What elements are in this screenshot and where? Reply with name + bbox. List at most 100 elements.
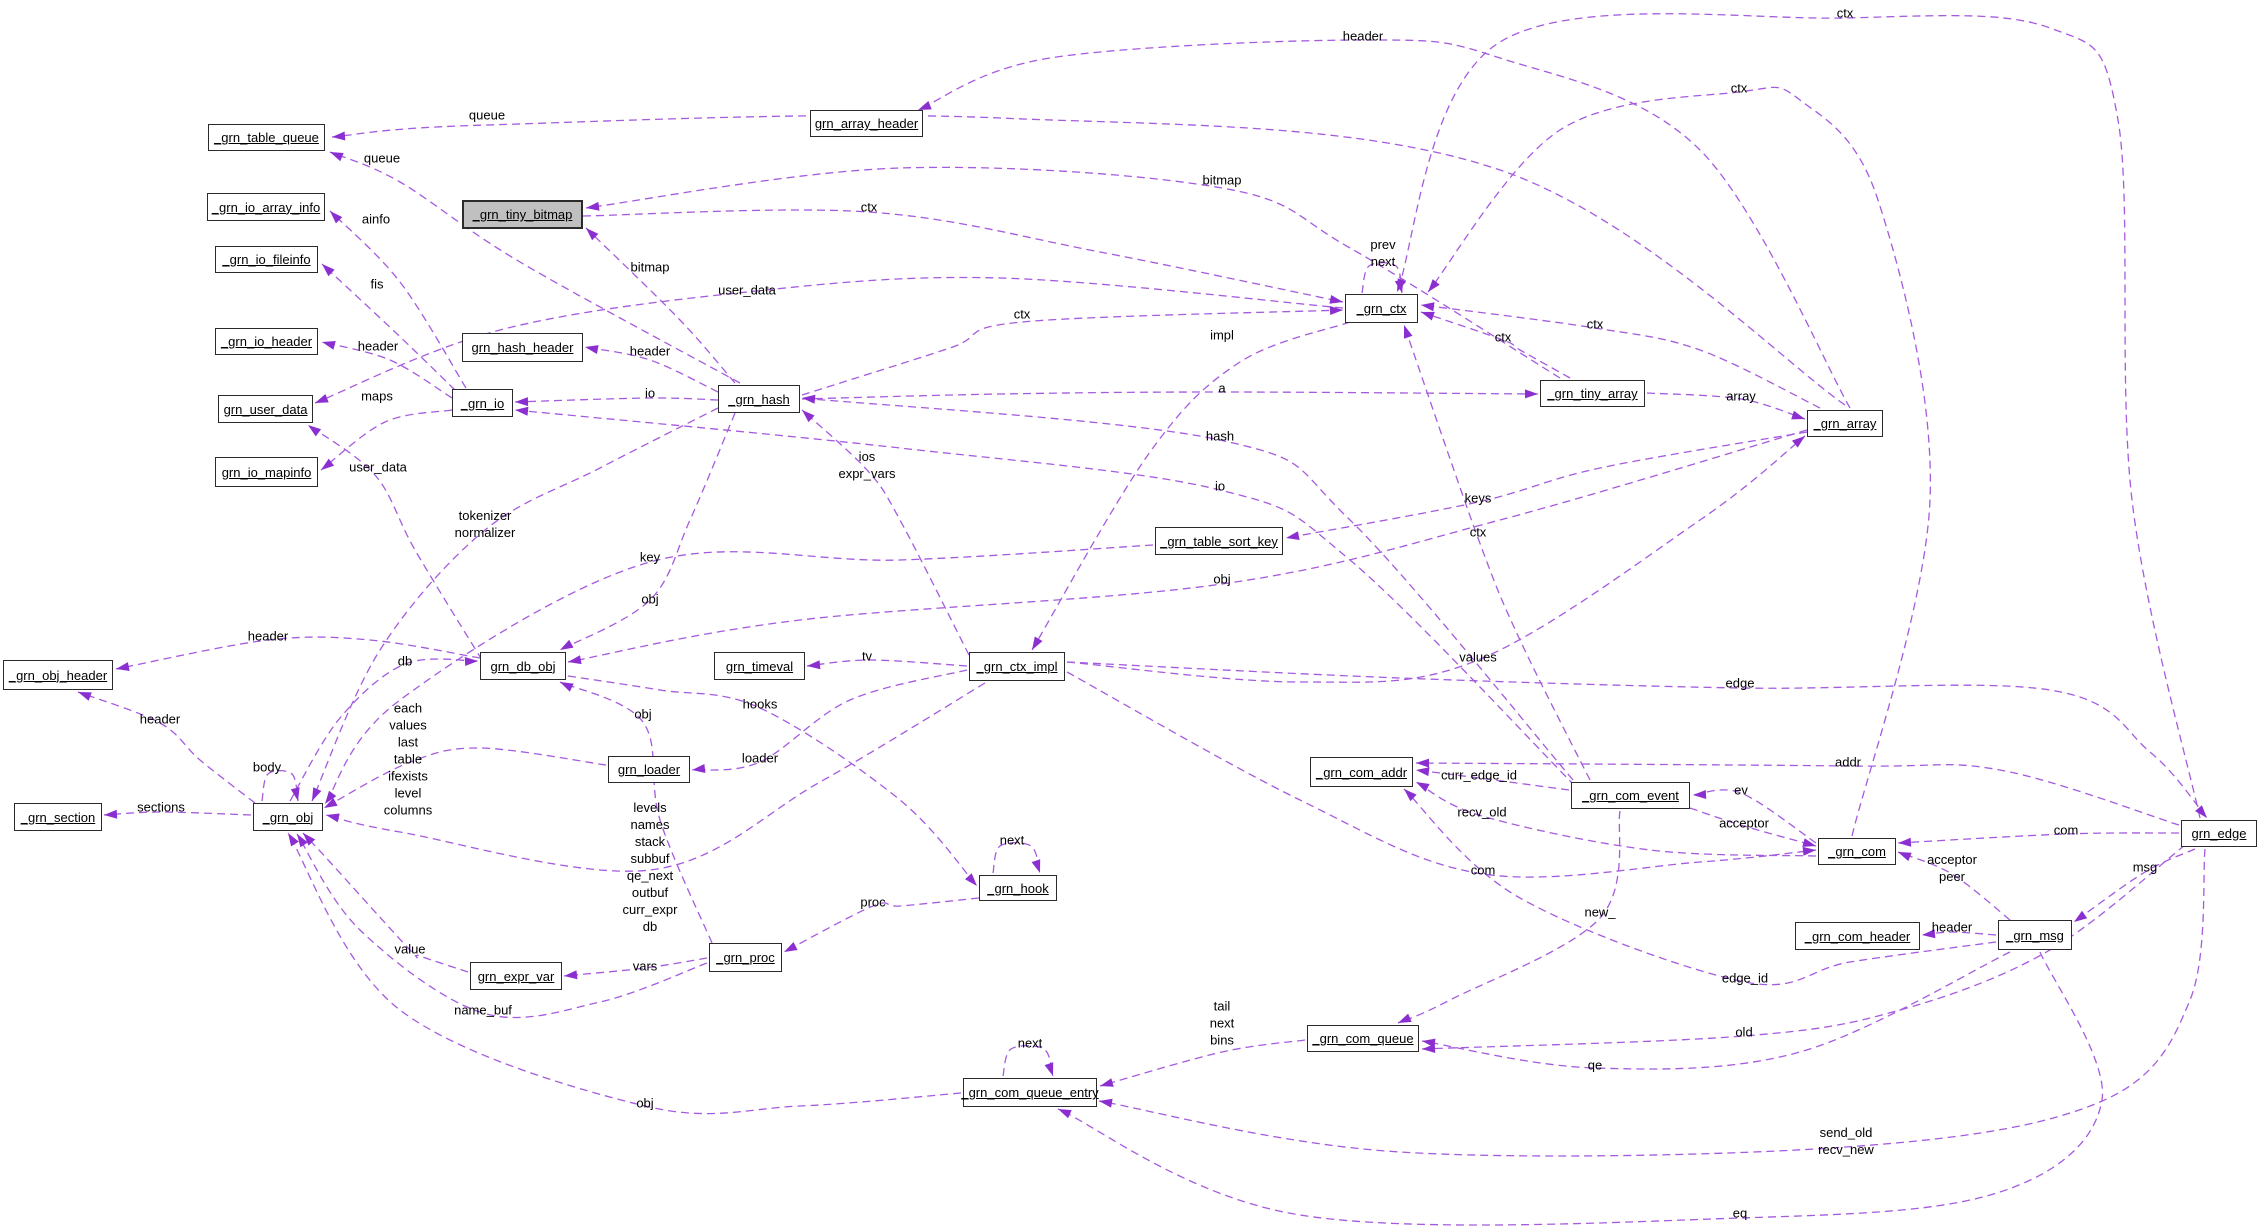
- arrowhead: [1044, 1062, 1054, 1076]
- node-grn_db_obj[interactable]: grn_db_obj: [480, 652, 566, 680]
- node-_grn_com_header[interactable]: _grn_com_header: [1795, 922, 1920, 950]
- edge-ctx: [801, 309, 1344, 396]
- arrowhead: [1792, 436, 1805, 448]
- arrowhead: [1428, 279, 1440, 292]
- node-_grn_table_queue[interactable]: _grn_table_queue: [208, 124, 325, 151]
- arrowhead: [1329, 306, 1343, 315]
- arrowhead: [104, 809, 118, 819]
- arrowhead: [1922, 929, 1936, 939]
- edge-old: [1421, 844, 2186, 1050]
- edge-tail-next-bins: [1099, 1039, 1306, 1087]
- node-grn_expr_var[interactable]: grn_expr_var: [470, 962, 562, 990]
- arrowhead: [1404, 325, 1413, 339]
- arrowhead: [308, 425, 322, 437]
- arrowhead: [303, 833, 316, 846]
- arrowhead: [586, 201, 600, 211]
- node-_grn_table_sort_key[interactable]: _grn_table_sort_key: [1155, 527, 1283, 555]
- node-_grn_obj_header[interactable]: _grn_obj_header: [3, 660, 113, 690]
- node-_grn_obj[interactable]: _grn_obj: [253, 803, 323, 831]
- node-_grn_io[interactable]: _grn_io: [452, 389, 513, 417]
- node-_grn_io_header[interactable]: _grn_io_header: [215, 328, 318, 355]
- edge-recv_old: [1415, 781, 1817, 857]
- node-_grn_section[interactable]: _grn_section: [14, 803, 102, 831]
- node-_grn_com[interactable]: _grn_com: [1818, 838, 1896, 865]
- node-_grn_ctx_impl[interactable]: _grn_ctx_impl: [969, 652, 1065, 681]
- node-_grn_com_event[interactable]: _grn_com_event: [1571, 782, 1690, 809]
- node-_grn_hook[interactable]: _grn_hook: [979, 875, 1057, 901]
- edge-ainfo: [329, 210, 467, 389]
- arrowhead: [1404, 789, 1417, 802]
- edge-io: [514, 397, 719, 403]
- edge-ctx: [1427, 86, 1932, 837]
- edge-tokenizer-normalizer: [311, 407, 719, 802]
- arrowhead: [290, 787, 300, 801]
- arrowhead: [325, 790, 337, 804]
- node-_grn_tiny_array[interactable]: _grn_tiny_array: [1540, 380, 1645, 407]
- edge-obj: [559, 412, 736, 651]
- edge-header: [77, 691, 256, 804]
- arrowhead: [2195, 805, 2207, 818]
- edge-edge_id: [1403, 788, 1997, 986]
- node-_grn_hash[interactable]: _grn_hash: [718, 385, 800, 413]
- arrowhead: [586, 228, 599, 241]
- edge-new_: [1397, 810, 1621, 1024]
- edge-levels-names-stack-subbuf-qe_next-outbuf-curr_expr-db: [325, 682, 986, 872]
- edge-sections: [103, 811, 252, 816]
- node-grn_hash_header[interactable]: grn_hash_header: [462, 333, 583, 362]
- arrowhead: [297, 834, 308, 848]
- edge-bitmap: [585, 227, 736, 384]
- edge-com: [1066, 671, 1817, 878]
- node-_grn_ctx[interactable]: _grn_ctx: [1345, 294, 1418, 323]
- edge-each-values-last-table-ifexists-level-columns: [323, 747, 607, 809]
- node-grn_io_mapinfo[interactable]: grn_io_mapinfo: [215, 457, 318, 487]
- node-_grn_proc[interactable]: _grn_proc: [709, 943, 782, 972]
- node-grn_timeval[interactable]: grn_timeval: [714, 652, 805, 680]
- arrowhead: [1031, 859, 1041, 873]
- arrowhead: [1422, 1044, 1436, 1053]
- node-_grn_msg[interactable]: _grn_msg: [1998, 920, 2072, 950]
- arrowhead: [1058, 1109, 1072, 1119]
- node-grn_edge[interactable]: grn_edge: [2181, 820, 2257, 847]
- node-grn_loader[interactable]: grn_loader: [608, 756, 690, 783]
- arrowhead: [322, 264, 335, 277]
- node-_grn_com_addr[interactable]: _grn_com_addr: [1310, 757, 1413, 787]
- arrowhead: [515, 397, 529, 407]
- edge-queue: [329, 151, 741, 384]
- edge-queue: [331, 114, 1846, 406]
- edge-bitmap: [585, 166, 1561, 379]
- arrowhead: [326, 813, 340, 823]
- node-_grn_io_fileinfo[interactable]: _grn_io_fileinfo: [215, 246, 318, 273]
- edge-fis: [321, 263, 456, 391]
- edge-curr_edge_id: [1415, 769, 1570, 791]
- edge-user_data: [307, 424, 483, 661]
- arrowhead: [321, 458, 335, 470]
- node-grn_user_data[interactable]: grn_user_data: [218, 395, 313, 423]
- arrowhead: [564, 970, 578, 980]
- edge-user_data: [314, 276, 1344, 404]
- node-_grn_com_queue_entry[interactable]: _grn_com_queue_entry: [961, 1078, 1099, 1107]
- arrowhead: [464, 657, 478, 666]
- edge-header: [917, 39, 1851, 409]
- arrowhead: [322, 341, 336, 350]
- edge-next: [1002, 1044, 1054, 1077]
- node-grn_array_header[interactable]: grn_array_header: [810, 110, 923, 137]
- edge-acceptor: [1689, 807, 1817, 847]
- node-_grn_io_array_info[interactable]: _grn_io_array_info: [207, 193, 325, 221]
- edge-hash: [801, 397, 1574, 781]
- edge-loader: [691, 669, 968, 771]
- arrowhead: [807, 660, 821, 670]
- arrowhead: [1693, 790, 1707, 799]
- arrowhead: [288, 833, 299, 847]
- edge-hooks: [567, 675, 978, 887]
- arrowhead: [330, 152, 344, 162]
- arrowhead: [324, 797, 338, 808]
- edge-value: [302, 832, 469, 973]
- edge-edge: [1066, 661, 2208, 819]
- node-_grn_tiny_bitmap[interactable]: _grn_tiny_bitmap: [462, 200, 583, 229]
- arrowhead: [1791, 410, 1805, 420]
- arrowhead: [692, 764, 706, 773]
- arrowhead: [965, 873, 977, 886]
- node-_grn_array[interactable]: _grn_array: [1807, 410, 1883, 437]
- edge-header: [115, 636, 481, 670]
- node-_grn_com_queue[interactable]: _grn_com_queue: [1307, 1025, 1419, 1052]
